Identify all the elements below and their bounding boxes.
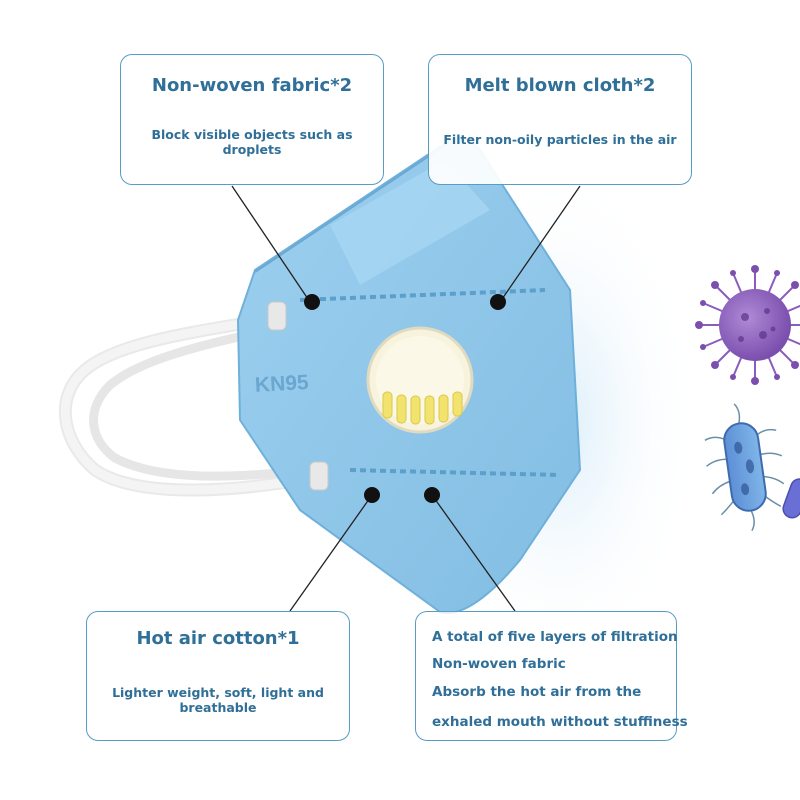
callout-five-layer-summary: A total of five layers of filtration Non… bbox=[415, 611, 688, 741]
kn95-mask: KN95 bbox=[236, 137, 582, 614]
callout-description: Lighter weight, soft, light and breathab… bbox=[112, 685, 324, 715]
ear-loops bbox=[58, 311, 310, 497]
callout-title: Hot air cotton*1 bbox=[136, 628, 300, 649]
bacterium-icon bbox=[704, 403, 785, 532]
callout-description: Filter non-oily particles in the air bbox=[443, 132, 677, 147]
summary-line: Absorb the hot air from the bbox=[432, 684, 642, 700]
callout-hot-air-cotton: Hot air cotton*1 Lighter weight, soft, l… bbox=[86, 611, 350, 741]
layer-markers bbox=[304, 294, 506, 503]
callout-title: Melt blown cloth*2 bbox=[464, 75, 656, 96]
summary-line: Non-woven fabric bbox=[432, 656, 566, 672]
mask-imprint: KN95 bbox=[254, 371, 309, 397]
leader-lines bbox=[231, 185, 581, 612]
callout-non-woven-fabric: Non-woven fabric*2 Block visible objects… bbox=[120, 54, 384, 185]
bacterium-icon bbox=[782, 478, 800, 519]
virus-icon bbox=[695, 265, 800, 385]
callout-title: Non-woven fabric*2 bbox=[151, 75, 353, 96]
callout-melt-blown-cloth: Melt blown cloth*2 Filter non-oily parti… bbox=[428, 54, 692, 185]
summary-line: exhaled mouth without stuffiness bbox=[432, 714, 688, 730]
exhalation-valve bbox=[366, 326, 474, 434]
summary-line: A total of five layers of filtration bbox=[432, 629, 678, 645]
callout-description: Block visible objects such as droplets bbox=[151, 127, 353, 157]
